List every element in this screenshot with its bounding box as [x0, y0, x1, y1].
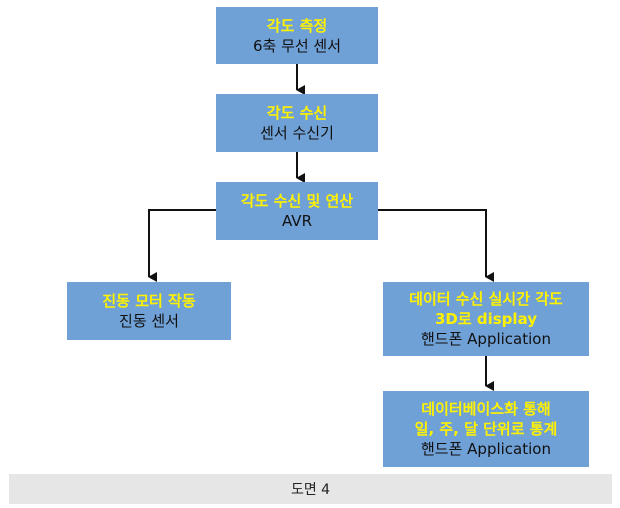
- node-angle-compute: 각도 수신 및 연산 AVR: [216, 182, 378, 240]
- arrow-compute-to-vibration: [148, 209, 216, 282]
- node-database-stats-title-2: 일, 주, 달 단위로 통계: [414, 420, 558, 438]
- node-realtime-display-title-1: 데이터 수신 실시간 각도: [409, 290, 563, 308]
- node-database-stats-title-1: 데이터베이스화 통해: [421, 400, 551, 418]
- node-realtime-display: 데이터 수신 실시간 각도 3D로 display 핸드폰 Applicatio…: [383, 282, 589, 356]
- node-angle-measure-sub: 6축 무선 센서: [252, 36, 342, 55]
- node-vibration-title: 진동 모터 작동: [102, 292, 196, 310]
- figure-caption-text: 도면 4: [290, 482, 331, 498]
- node-angle-measure-title: 각도 측정: [266, 16, 328, 35]
- node-realtime-display-title-2: 3D로 display: [434, 310, 538, 328]
- node-vibration-sub: 진동 센서: [119, 312, 179, 330]
- node-angle-compute-title: 각도 수신 및 연산: [240, 192, 354, 210]
- node-angle-compute-sub: AVR: [282, 212, 312, 230]
- node-angle-receive-sub: 센서 수신기: [260, 124, 334, 142]
- node-database-stats-sub: 핸드폰 Application: [421, 440, 551, 458]
- node-database-stats: 데이터베이스화 통해 일, 주, 달 단위로 통계 핸드폰 Applicatio…: [383, 391, 589, 467]
- node-vibration: 진동 모터 작동 진동 센서: [67, 282, 231, 340]
- arrow-compute-to-display: [378, 209, 494, 282]
- node-angle-measure: 각도 측정 6축 무선 센서: [216, 7, 378, 64]
- node-angle-receive: 각도 수신 센서 수신기: [216, 94, 378, 152]
- node-angle-receive-title: 각도 수신: [266, 104, 328, 122]
- node-realtime-display-sub: 핸드폰 Application: [421, 330, 551, 348]
- figure-caption: 도면 4: [9, 474, 612, 504]
